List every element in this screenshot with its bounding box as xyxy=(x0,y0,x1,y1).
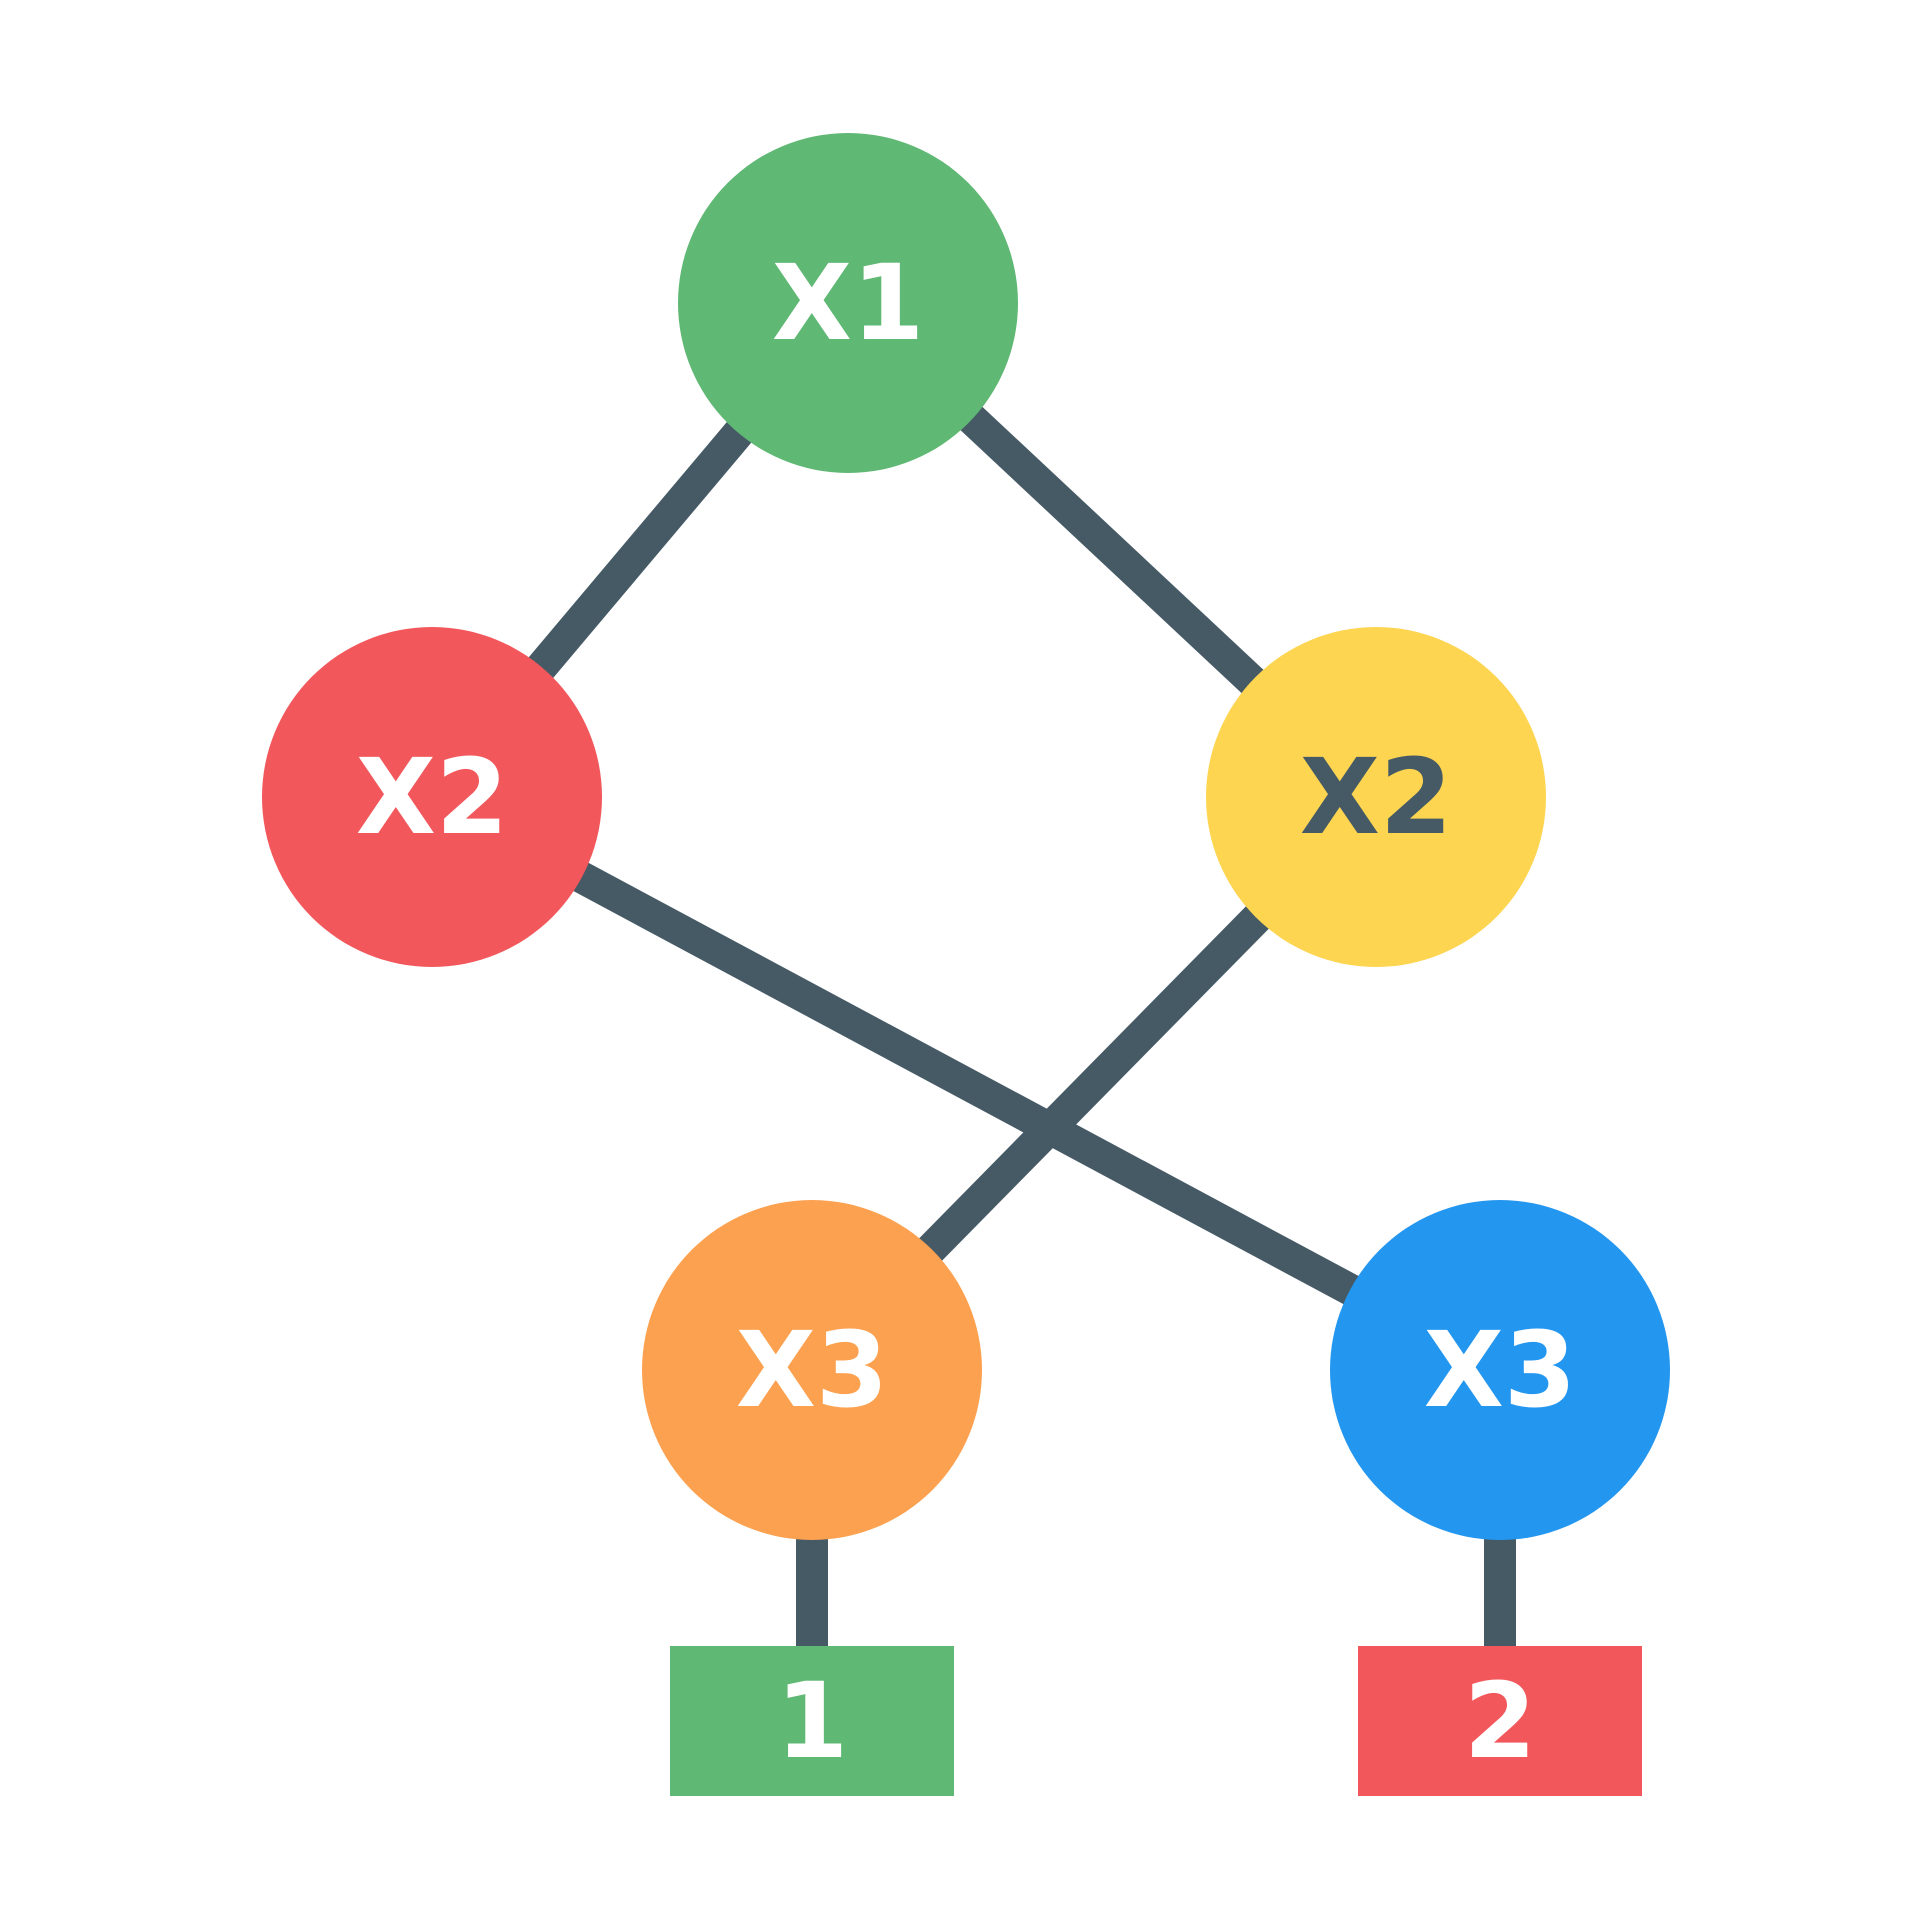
node-right-circle xyxy=(1206,627,1546,967)
node-bottom-left-circle xyxy=(642,1200,982,1540)
node-root-label: X1 xyxy=(772,242,925,364)
node-left-circle xyxy=(262,627,602,967)
node-bottom-right-label: X3 xyxy=(1424,1309,1577,1431)
leaf-2-box xyxy=(1358,1646,1642,1796)
node-bottom-right: X3 xyxy=(1330,1200,1670,1540)
node-bottom-left: X3 xyxy=(642,1200,982,1540)
leaf-1-box xyxy=(670,1646,954,1796)
node-bottom-right-circle xyxy=(1330,1200,1670,1540)
leaf-1: 1 xyxy=(670,1646,954,1796)
node-right-label: X2 xyxy=(1300,736,1453,858)
node-bottom-left-label: X3 xyxy=(736,1309,889,1431)
node-root: X1 xyxy=(678,133,1018,473)
leaf-2-label: 2 xyxy=(1464,1660,1536,1782)
node-left: X2 xyxy=(262,627,602,967)
leaf-1-label: 1 xyxy=(776,1660,848,1782)
edge-left-to-bottom-right xyxy=(424,782,1508,1385)
node-root-circle xyxy=(678,133,1018,473)
node-right: X2 xyxy=(1206,627,1546,967)
leaf-2: 2 xyxy=(1358,1646,1642,1796)
node-left-label: X2 xyxy=(356,736,509,858)
edges-layer xyxy=(419,291,1516,1646)
